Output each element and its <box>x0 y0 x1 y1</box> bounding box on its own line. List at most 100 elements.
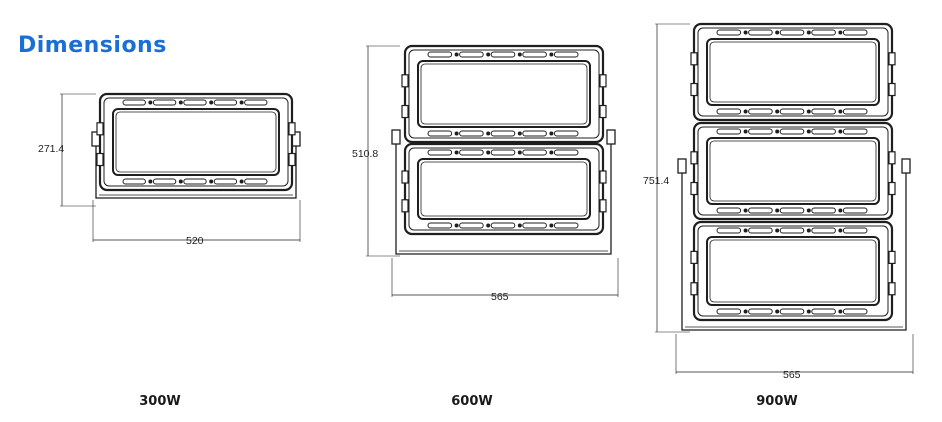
side-clip <box>690 52 698 66</box>
side-clip <box>288 152 296 167</box>
screw-dot <box>148 179 153 184</box>
lens-window-inner <box>709 41 877 103</box>
side-clip <box>888 82 896 97</box>
panel-frame-inner <box>697 225 889 317</box>
screw-dot <box>549 52 554 57</box>
vent-slot <box>716 128 742 135</box>
height-label-300w: 271.4 <box>38 143 64 155</box>
vent-slot <box>553 222 579 229</box>
vent-slot <box>427 222 453 229</box>
panel-frame-inner <box>697 27 889 117</box>
screw-dot <box>743 228 748 233</box>
vent-slot <box>811 29 836 36</box>
width-label-600w: 565 <box>491 291 509 303</box>
caption-600w: 600W <box>451 394 493 409</box>
screw-dot <box>486 52 491 57</box>
vent-slot <box>842 207 868 214</box>
screw-dot <box>239 100 244 105</box>
vent-slot <box>779 108 805 115</box>
screw-dot <box>549 223 554 228</box>
screw-dot <box>486 150 491 155</box>
screw-dot <box>775 309 780 314</box>
screw-dot <box>806 109 811 114</box>
vent-slot <box>244 178 268 185</box>
screw-dot <box>178 179 183 184</box>
vent-slot <box>427 130 453 137</box>
vent-slot <box>244 99 268 106</box>
screw-dot <box>806 129 811 134</box>
side-clip <box>599 74 607 88</box>
vent-slot <box>553 51 579 58</box>
side-clip <box>288 122 296 136</box>
vent-slot <box>522 149 547 156</box>
vent-slot <box>490 222 516 229</box>
side-clip <box>888 52 896 66</box>
screw-dot <box>517 131 522 136</box>
screw-dot <box>838 309 843 314</box>
width-label-900w: 565 <box>783 369 801 381</box>
vent-slot <box>716 29 742 36</box>
mount-bracket <box>95 138 297 199</box>
screw-dot <box>148 100 153 105</box>
screw-dot <box>775 228 780 233</box>
screw-dot <box>209 100 214 105</box>
pivot-knob <box>901 158 911 174</box>
lens-window <box>706 38 880 106</box>
screw-dot <box>775 30 780 35</box>
vent-slot <box>716 207 742 214</box>
vent-slot <box>779 128 805 135</box>
side-clip <box>888 181 896 196</box>
vent-slot <box>779 29 805 36</box>
vent-slot <box>553 149 579 156</box>
vent-slot <box>811 207 836 214</box>
mount-bracket <box>395 136 612 255</box>
lens-window-inner <box>709 140 877 202</box>
lens-window <box>112 108 280 176</box>
screw-dot <box>743 30 748 35</box>
screw-dot <box>486 223 491 228</box>
vent-slot <box>842 308 868 315</box>
screw-dot <box>743 208 748 213</box>
vent-slot <box>427 149 453 156</box>
vent-slot <box>748 128 773 135</box>
vent-slot <box>553 130 579 137</box>
vent-slot <box>842 108 868 115</box>
panel-frame <box>403 142 605 236</box>
side-clip <box>690 250 698 264</box>
panel-frame <box>98 92 294 192</box>
vent-slot <box>748 227 773 234</box>
vent-slot <box>779 227 805 234</box>
screw-dot <box>517 150 522 155</box>
vent-slot <box>748 308 773 315</box>
caption-300w: 300W <box>139 394 181 409</box>
screw-dot <box>838 208 843 213</box>
screw-dot <box>775 129 780 134</box>
screw-dot <box>239 179 244 184</box>
panel-frame <box>692 121 894 221</box>
screw-dot <box>743 129 748 134</box>
screw-dot <box>209 179 214 184</box>
caption-900w: 900W <box>756 394 798 409</box>
screw-dot <box>806 30 811 35</box>
screw-dot <box>549 150 554 155</box>
vent-slot <box>152 99 177 106</box>
vent-slot <box>490 51 516 58</box>
screw-dot <box>743 309 748 314</box>
vent-slot <box>122 99 146 106</box>
vent-slot <box>522 51 547 58</box>
screw-dot <box>838 30 843 35</box>
panel-frame <box>692 220 894 322</box>
width-label-300w: 520 <box>186 235 204 247</box>
vent-slot <box>842 29 868 36</box>
screw-dot <box>806 228 811 233</box>
side-clip <box>690 151 698 165</box>
screw-dot <box>838 129 843 134</box>
screw-dot <box>806 208 811 213</box>
page-title: Dimensions <box>18 33 167 58</box>
side-clip <box>690 282 698 296</box>
drawing-600w <box>366 44 619 297</box>
lens-window <box>706 137 880 205</box>
drawing-300w <box>60 92 301 242</box>
vent-slot <box>748 108 773 115</box>
side-clip <box>96 152 104 167</box>
